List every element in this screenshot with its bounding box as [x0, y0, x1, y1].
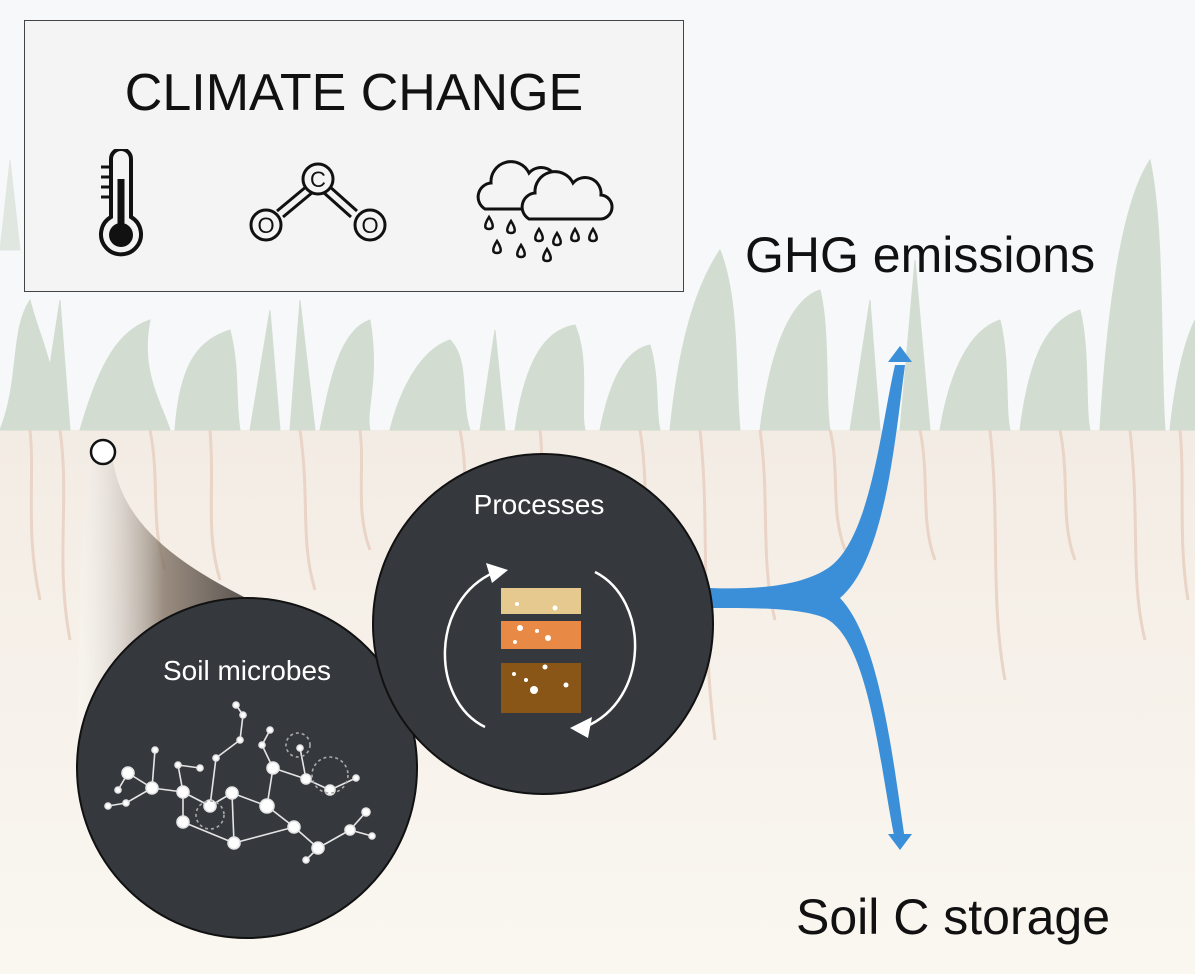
processes-label: Processes	[474, 489, 605, 520]
microbes-circle: Soil microbes	[76, 597, 418, 939]
vegetation-silhouettes	[0, 158, 1195, 431]
co2-atom-oxygen-right: O	[361, 213, 378, 238]
cycle-arrowhead-bottom	[570, 717, 592, 738]
co2-atom-carbon: C	[310, 167, 326, 192]
soil-c-storage-label: Soil C storage	[796, 889, 1111, 945]
soil-layer-top	[501, 588, 581, 614]
soil-layers-icon	[501, 588, 581, 713]
flow-arrow	[710, 365, 905, 840]
microbes-label: Soil microbes	[163, 655, 331, 686]
ghg-emissions-label: GHG emissions	[745, 227, 1096, 283]
co2-atom-oxygen-left: O	[257, 213, 274, 238]
arrowhead-up	[888, 346, 912, 362]
rain-clouds-icon	[476, 160, 614, 263]
cycle-arrowhead-top	[486, 563, 508, 583]
zoom-origin-marker	[89, 438, 117, 466]
co2-molecule-icon: C O O	[249, 162, 387, 242]
climate-change-title: CLIMATE CHANGE	[124, 64, 584, 122]
microbe-network-icon	[104, 701, 376, 864]
processes-circle: Processes	[372, 453, 714, 795]
thermometer-icon	[99, 149, 143, 257]
cycle-arrows-icon	[443, 570, 637, 729]
soil-layer-bottom	[501, 663, 581, 713]
arrowhead-down	[888, 834, 912, 850]
climate-change-box: CLIMATE CHANGE C O O	[24, 20, 684, 292]
soil-layer-middle	[501, 621, 581, 649]
